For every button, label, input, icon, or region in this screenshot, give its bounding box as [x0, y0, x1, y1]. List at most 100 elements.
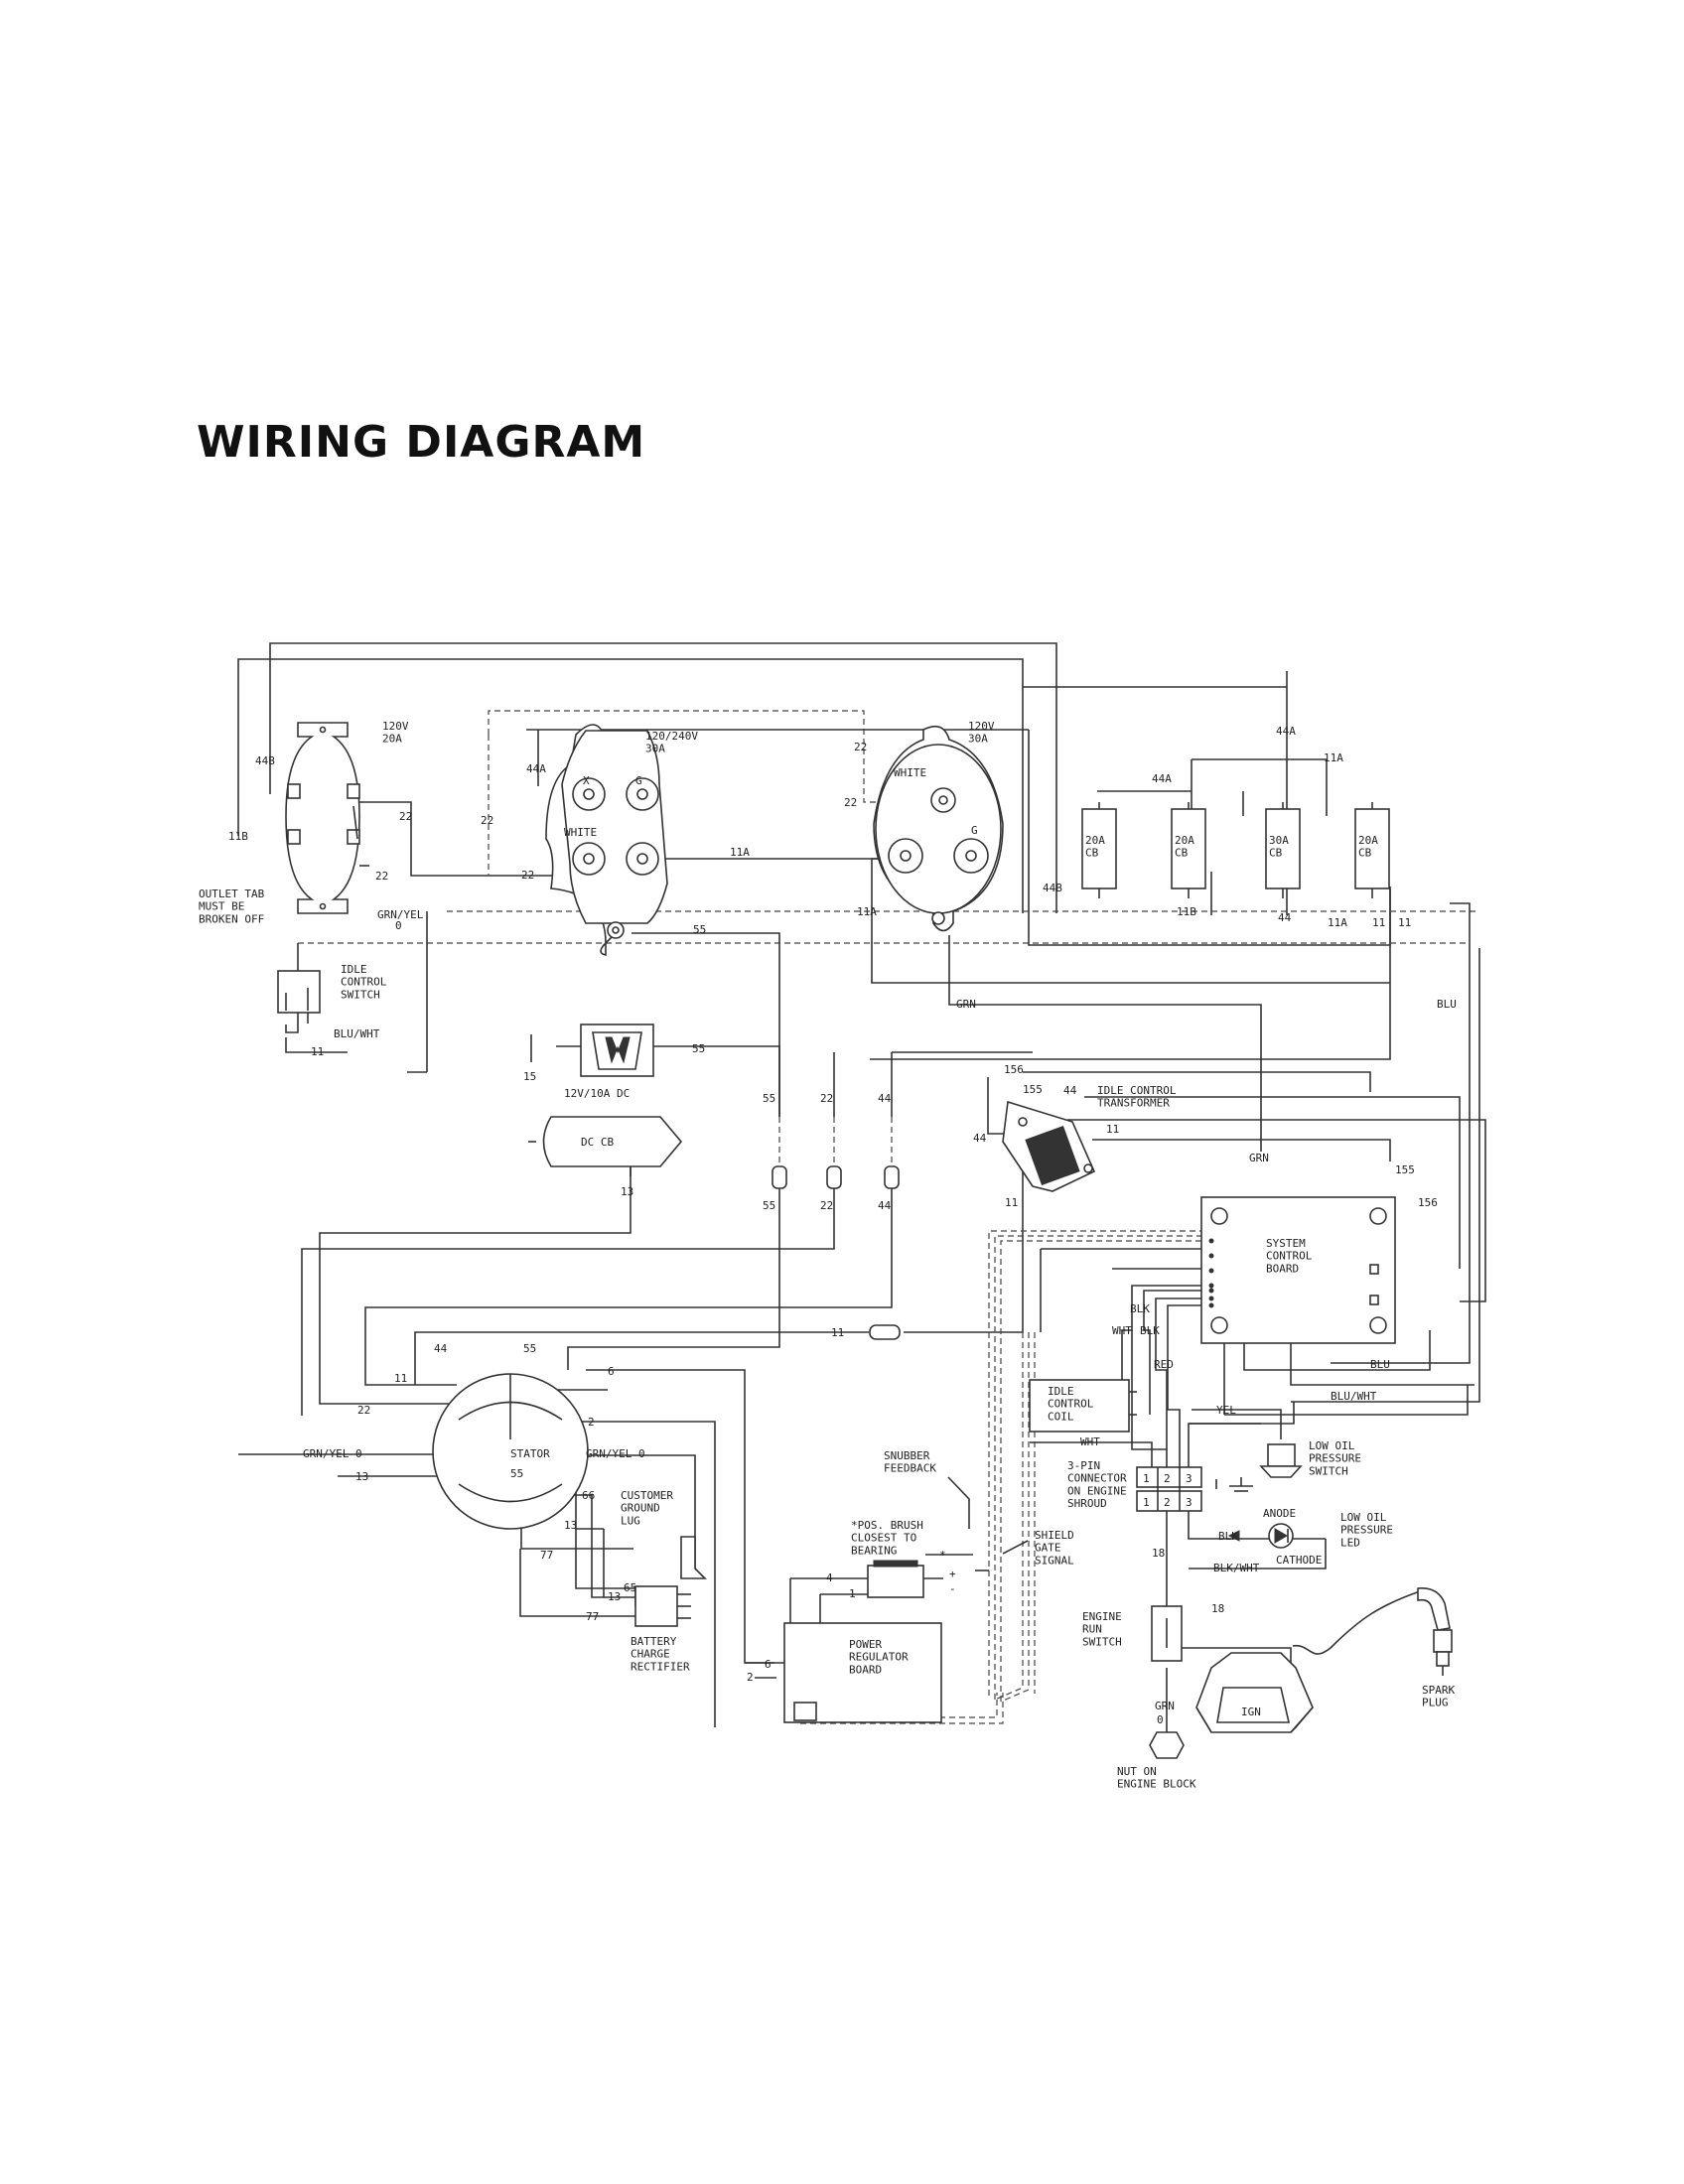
wire-label-22-b: 22 — [375, 870, 388, 883]
wire-label-55-f: 55 — [510, 1467, 523, 1480]
wire-label-55-b: 55 — [692, 1042, 705, 1055]
dc-circuit-breaker — [528, 1116, 683, 1167]
label-anode: ANODE — [1263, 1507, 1296, 1520]
wire-label-155-b: 155 — [1395, 1163, 1415, 1176]
wire-label-grn-c: GRN — [1155, 1700, 1175, 1712]
label-pin-2a: 2 — [1164, 1472, 1171, 1485]
label-g: G — [635, 774, 642, 787]
label-ignition: IGN — [1241, 1706, 1261, 1718]
wire-labels: 44B 11B 22 22 22 22 22 22 44A 44A 44A 11… — [228, 725, 1457, 1726]
label-dc-cb: DC CB — [581, 1136, 614, 1149]
in-line-connectors — [772, 1165, 901, 1340]
ignition-module — [1195, 1652, 1314, 1733]
wire-label-yel: YEL — [1216, 1404, 1236, 1417]
wire-label-22-c: 22 — [521, 869, 534, 882]
wire-label-22-h: 22 — [820, 1199, 833, 1212]
wire-label-plus: + — [949, 1568, 956, 1580]
wire-label-blk-a: BLK — [1130, 1302, 1150, 1315]
label-dc-outlet: 12V/10A DC — [564, 1087, 630, 1100]
label-g-120v: G — [971, 824, 978, 837]
power-regulator-board — [783, 1622, 942, 1723]
label-pin-1a: 1 — [1143, 1472, 1150, 1485]
wire-label-11a-a: 11A — [730, 846, 750, 859]
label-cathode: CATHODE — [1276, 1554, 1322, 1567]
wire-label-55-a: 55 — [693, 923, 706, 936]
wire-label-blu-wht-b: BLU/WHT — [1331, 1390, 1377, 1403]
label-white-30a: WHITE — [564, 826, 597, 839]
idle-control-switch — [277, 970, 321, 1014]
wire-label-77-b: 77 — [586, 1610, 599, 1623]
battery-charge-rectifier — [634, 1585, 691, 1627]
wire-label-13-a: 13 — [621, 1185, 633, 1198]
wire-label-22-g: 22 — [820, 1092, 833, 1105]
wire-label-grn-yel: GRN/YEL — [377, 908, 424, 921]
stator — [432, 1373, 589, 1530]
wire-label-44-d: 44 — [434, 1342, 448, 1355]
wire-label-13-d: 13 — [608, 1590, 621, 1603]
wire-label-18-b: 18 — [1211, 1602, 1224, 1615]
wire-label-44a-a: 44A — [526, 762, 546, 775]
wire-label-star: * — [939, 1549, 946, 1562]
wire-label-6: 6 — [608, 1365, 615, 1378]
wire-network — [237, 642, 1486, 1732]
wire-label-55-e: 55 — [523, 1342, 536, 1355]
wire-label-22-f: 22 — [844, 796, 857, 809]
wire-label-156-a: 156 — [1004, 1063, 1024, 1076]
wire-label-44a-b: 44A — [1276, 725, 1296, 738]
three-pin-connector — [1136, 1466, 1202, 1512]
label-x: X — [583, 774, 590, 787]
wire-label-11b-a: 11B — [228, 830, 248, 843]
wire-label-6-b: 6 — [765, 1658, 772, 1671]
wire-label-44-c: 44 — [878, 1199, 892, 1212]
label-pin-2b: 2 — [1164, 1496, 1171, 1509]
label-stator: STATOR — [510, 1447, 550, 1460]
wire-label-blu-wht-a: BLU/WHT — [334, 1027, 380, 1040]
wire-label-1: 1 — [849, 1587, 856, 1600]
wire-label-11a-b: 11A — [1324, 751, 1343, 764]
wire-label-44a-c: 44A — [1152, 772, 1172, 785]
wire-label-wht-b: WHT — [1080, 1435, 1100, 1448]
wire-label-0-a: 0 — [395, 919, 402, 932]
wire-label-13-c: 13 — [564, 1519, 577, 1532]
spark-plug — [1417, 1586, 1453, 1676]
wire-label-55-d: 55 — [763, 1199, 775, 1212]
wire-label-22-d: 22 — [481, 814, 493, 827]
wire-label-65: 65 — [624, 1581, 636, 1594]
engine-block-nut — [1149, 1731, 1185, 1759]
page-title: WIRING DIAGRAM — [197, 417, 646, 468]
wire-label-11-c: 11 — [311, 1045, 324, 1058]
system-control-board — [1200, 1196, 1396, 1344]
wire-label-4: 4 — [826, 1571, 833, 1584]
outlet-120v-30a — [873, 725, 1004, 932]
wire-label-77-a: 77 — [540, 1549, 553, 1562]
wire-label-grn-yel-0-a: GRN/YEL 0 — [303, 1447, 362, 1460]
label-pin-3a: 3 — [1186, 1472, 1193, 1485]
wire-label-11-g: 11 — [1106, 1123, 1119, 1136]
wire-label-18-a: 18 — [1152, 1547, 1165, 1560]
wire-label-44-f: 44 — [973, 1132, 987, 1145]
label-pin-1b: 1 — [1143, 1496, 1150, 1509]
wire-label-11a-c: 11A — [857, 905, 877, 918]
circuit-breakers — [1081, 802, 1390, 898]
wire-label-0-b: 0 — [1157, 1713, 1164, 1726]
wire-label-grn-yel-0-b: GRN/YEL 0 — [586, 1447, 645, 1460]
wire-label-grn-b: GRN — [1249, 1152, 1269, 1164]
brush-assembly — [867, 1560, 943, 1598]
